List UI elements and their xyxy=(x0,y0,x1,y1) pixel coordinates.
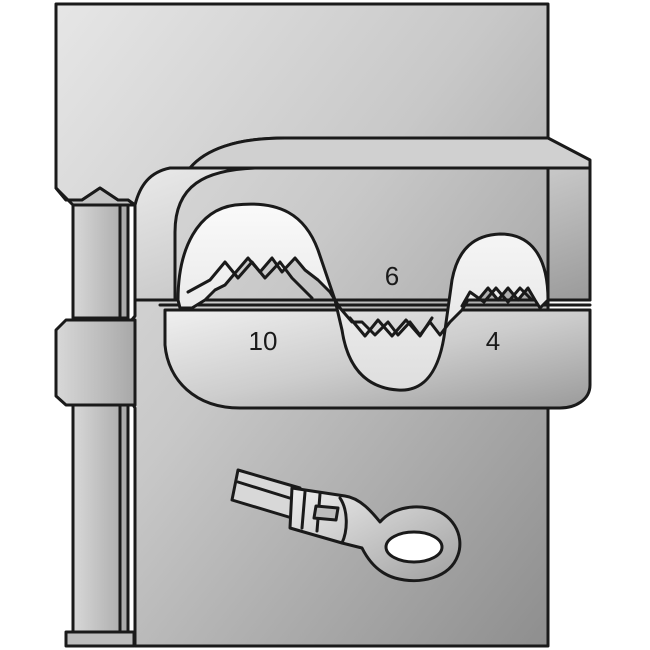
ring-cable-lug-icon xyxy=(288,486,462,583)
profile-label-4: 4 xyxy=(486,326,500,356)
upper-teeth-left xyxy=(186,260,314,300)
upper-teeth-right xyxy=(460,286,534,308)
crimp-cavity xyxy=(176,202,550,392)
locking-bar xyxy=(54,318,137,407)
die-insert-cap xyxy=(188,136,592,170)
rail-foot xyxy=(64,630,136,648)
upper-shoulder xyxy=(54,186,137,207)
profile-label-6: 6 xyxy=(385,261,399,291)
lower-teeth-mid xyxy=(348,316,434,338)
profile-label-10: 10 xyxy=(249,326,278,356)
